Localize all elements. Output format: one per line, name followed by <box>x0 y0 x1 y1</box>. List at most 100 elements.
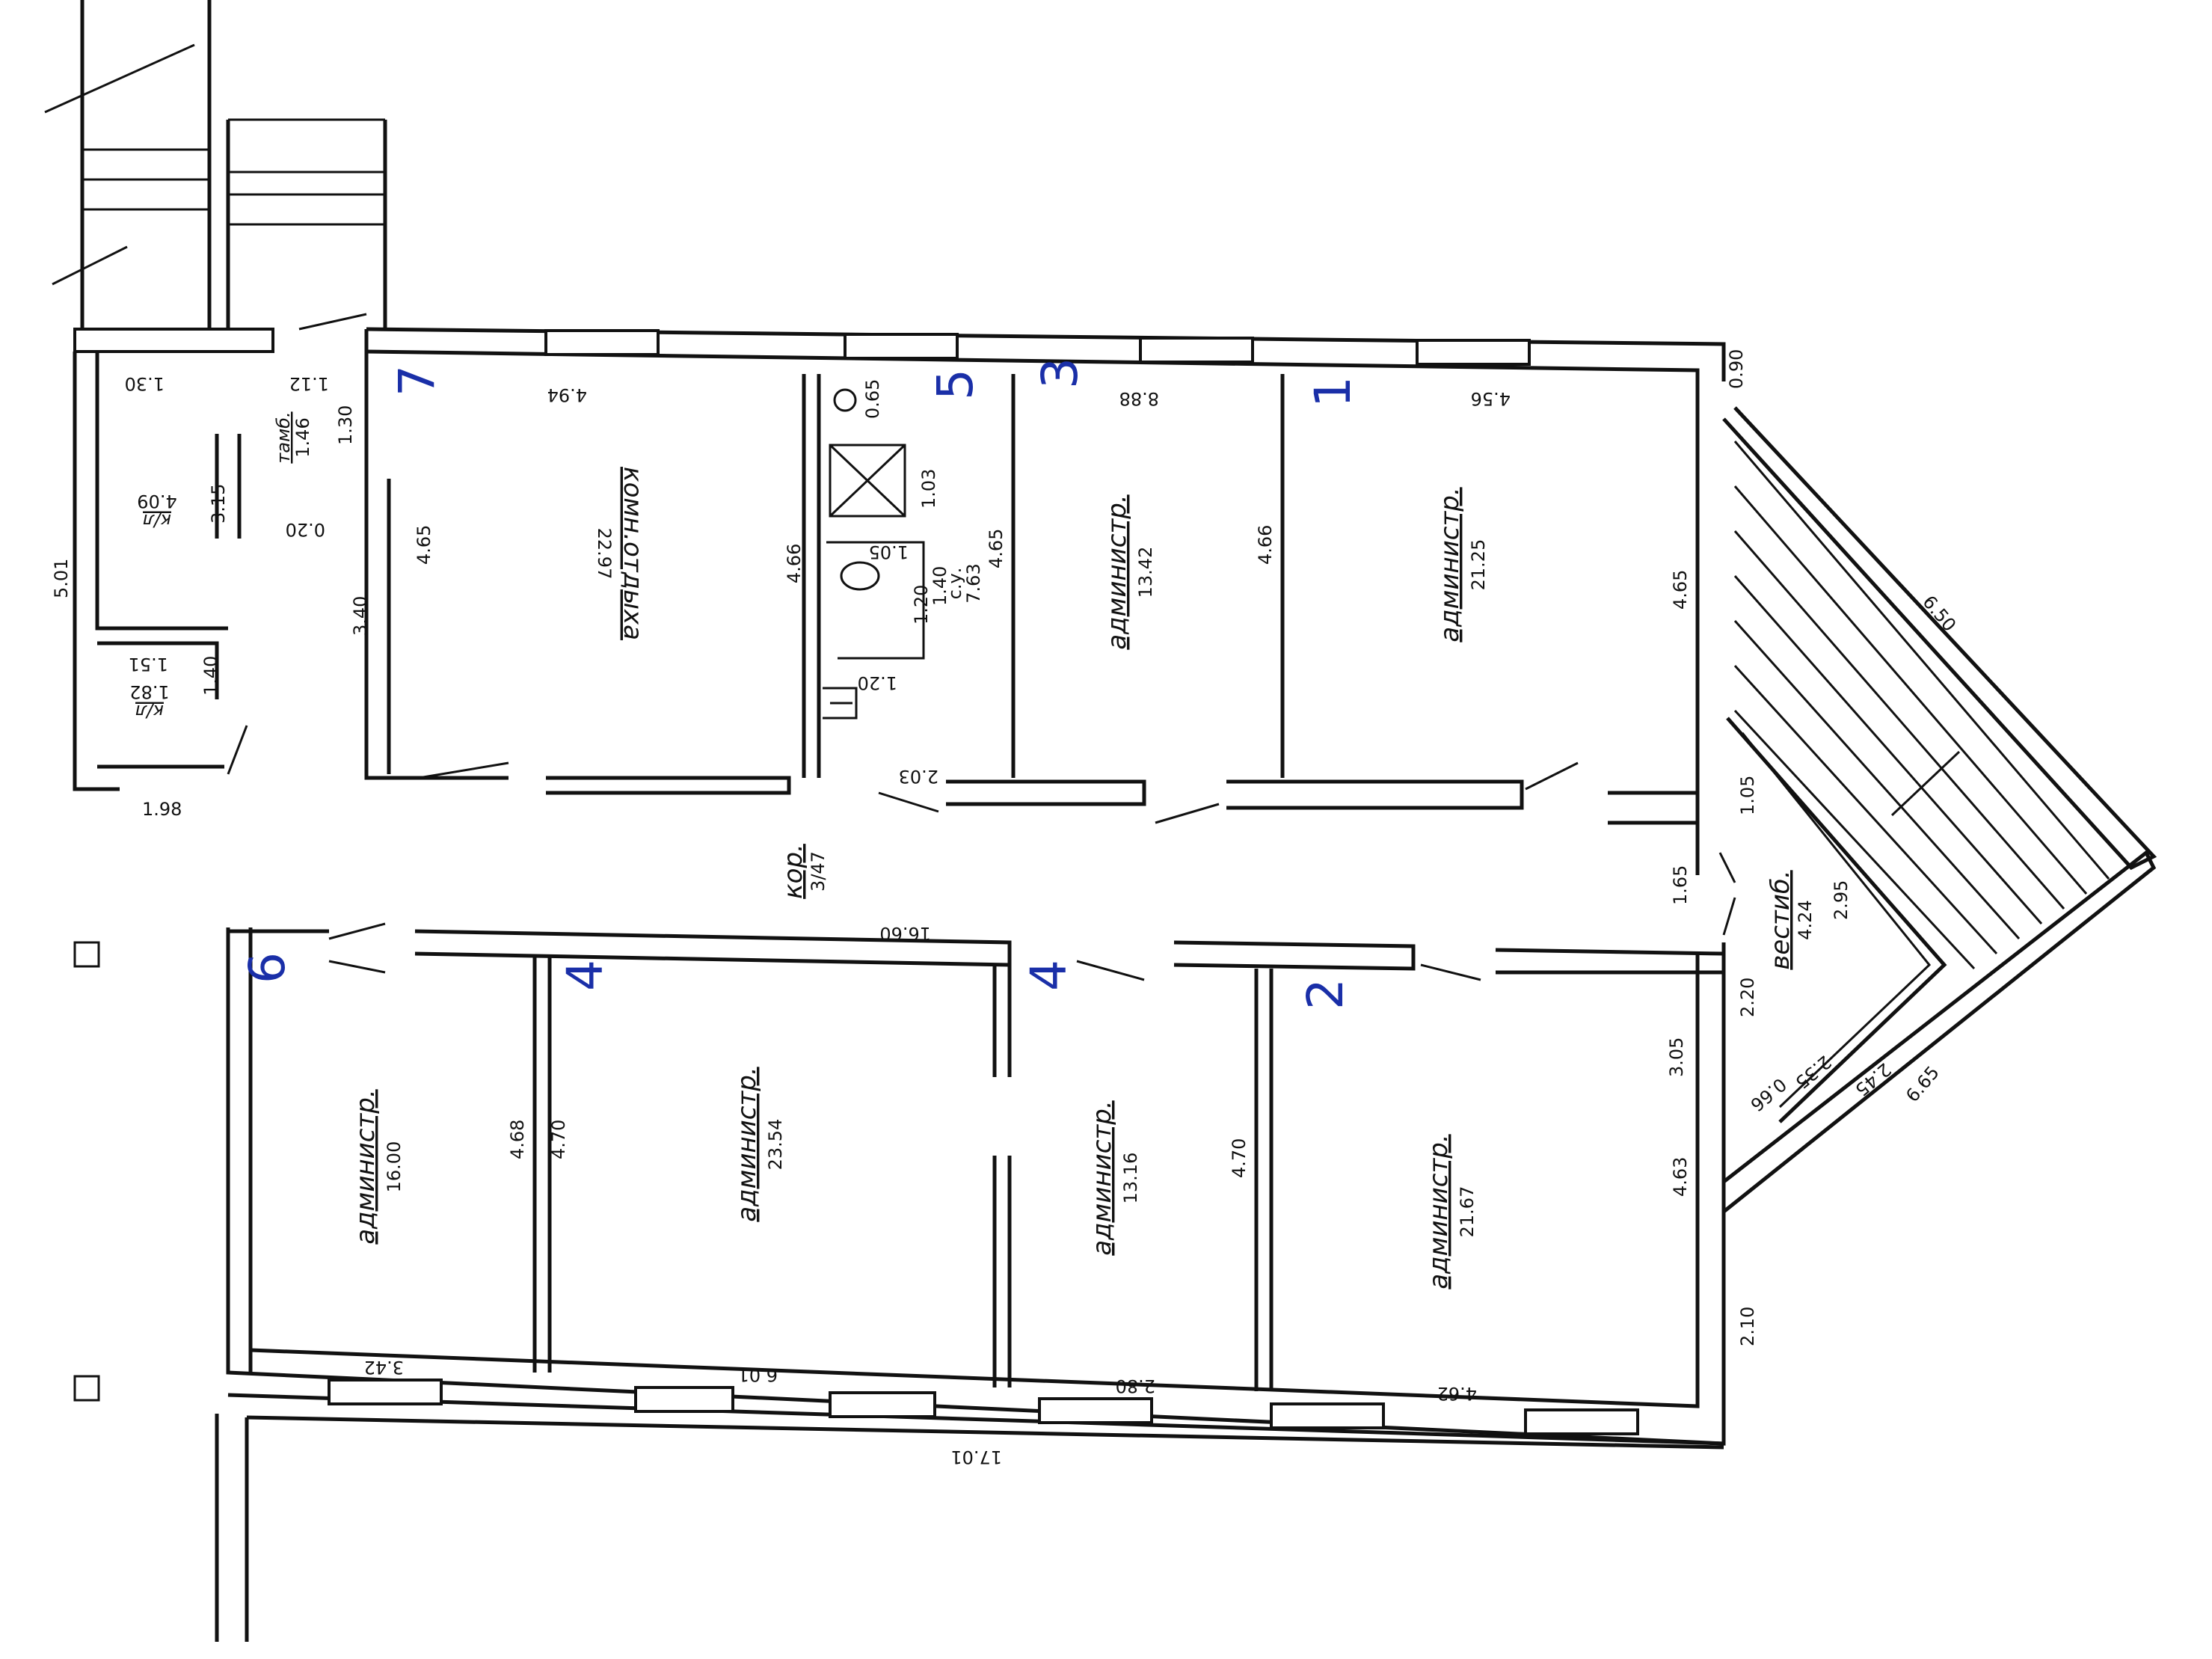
dim-room5-height: 4.66 <box>784 544 805 583</box>
door-swings <box>227 313 1736 981</box>
vestibule-area: 4.24 <box>1795 900 1816 939</box>
dim-463: 4.63 <box>1670 1157 1691 1197</box>
room-3-name: администр. <box>1102 494 1132 649</box>
room-number-5: 5 <box>927 369 984 400</box>
vestibule-label: вестиб. 4.24 <box>1766 870 1816 969</box>
room-7-label: комн.отдыха 22.97 <box>594 467 648 640</box>
dim-140b: 1.40 <box>930 566 950 606</box>
room-number-3: 3 <box>1031 358 1089 389</box>
dim-top-room1: 4.56 <box>1471 388 1511 409</box>
room-6-label: администр. 16.00 <box>351 1089 405 1244</box>
dim-1701: 17.01 <box>950 1447 1002 1468</box>
kl2-area: 1.82 <box>129 681 169 702</box>
wc-area: 7.63 <box>963 563 984 603</box>
marker-square-2 <box>73 1375 100 1402</box>
room-labels: администр. 21.25 администр. 21.67 админи… <box>129 411 1816 1289</box>
dim-280: 2.80 <box>1116 1376 1155 1396</box>
marker-square-1 <box>73 941 100 968</box>
dim-465b: 4.65 <box>986 529 1007 568</box>
room-2-name: администр. <box>1424 1134 1454 1289</box>
dim-066: 0.66 <box>1746 1073 1790 1115</box>
room-3-label: администр. 13.42 <box>1102 494 1156 649</box>
room-6-area: 16.00 <box>384 1141 405 1193</box>
dim-220: 2.20 <box>1737 978 1758 1017</box>
room-number-4a: 4 <box>556 960 614 991</box>
dim-020: 0.20 <box>286 519 325 540</box>
room-7-name: комн.отдыха <box>618 467 648 640</box>
room-number-1: 1 <box>1304 376 1362 408</box>
room-number-2: 2 <box>1297 978 1354 1010</box>
vestibule-porch <box>1721 406 2157 1213</box>
room-numbers: 1 2 3 4 4 5 6 7 <box>239 358 1362 1010</box>
room-1-label: администр. 21.25 <box>1435 487 1489 642</box>
dim-130b: 1.30 <box>125 373 165 394</box>
dim-top-room3: 8.88 <box>1119 388 1159 409</box>
dim-198: 1.98 <box>142 799 182 820</box>
bottom-windows <box>328 1379 1639 1435</box>
dim-130a: 1.30 <box>335 405 356 445</box>
corridor-name: кор. <box>778 844 808 899</box>
wc-label: с.у. 7.63 <box>944 563 984 603</box>
room-4b-area: 13.16 <box>1120 1153 1141 1204</box>
dim-501: 5.01 <box>51 559 72 598</box>
dim-porch-665: 6.65 <box>1902 1062 1944 1106</box>
tambour-label: тамб. 1.46 <box>273 411 313 463</box>
room-1-area: 21.25 <box>1468 539 1489 591</box>
dim-340: 3.40 <box>350 596 371 636</box>
dim-470a: 4.70 <box>548 1120 569 1159</box>
dim-1660: 16.60 <box>879 923 931 944</box>
room-7-area: 22.97 <box>594 528 615 580</box>
room-number-7: 7 <box>388 365 446 396</box>
dim-room1-height: 4.65 <box>1670 570 1691 610</box>
room-4b-label: администр. 13.16 <box>1087 1100 1141 1255</box>
dim-140: 1.40 <box>200 656 221 696</box>
kl1-name: к/л <box>143 510 171 531</box>
dim-235: 2.35 <box>1791 1051 1835 1093</box>
dim-165: 1.65 <box>1670 865 1691 905</box>
dim-top-room7: 4.94 <box>547 384 587 405</box>
kl2-name: к/л <box>135 701 164 722</box>
bathroom-fixtures <box>823 388 925 720</box>
kl1-area: 4.09 <box>137 491 176 512</box>
dim-315: 3.15 <box>208 484 229 524</box>
vestibule-name: вестиб. <box>1766 870 1795 969</box>
top-windows <box>544 329 1531 366</box>
stair-block <box>44 0 387 329</box>
dim-120a: 1.20 <box>911 585 932 625</box>
room-1-name: администр. <box>1435 487 1465 642</box>
dim-065: 0.65 <box>862 379 883 419</box>
wc-name: с.у. <box>944 568 965 600</box>
dim-203: 2.03 <box>899 766 938 787</box>
dim-room3-height: 4.66 <box>1255 525 1276 565</box>
kl2-label: к/л 1.82 <box>129 681 169 722</box>
corridor-area: 3/47 <box>808 851 829 892</box>
room-2-area: 21.67 <box>1457 1186 1478 1238</box>
room-number-4b: 4 <box>1020 960 1078 991</box>
room-3-area: 13.42 <box>1135 547 1156 598</box>
room-4b-name: администр. <box>1087 1100 1117 1255</box>
room-6-name: администр. <box>351 1089 381 1244</box>
dim-470b: 4.70 <box>1229 1138 1250 1178</box>
dim-210: 2.10 <box>1737 1307 1758 1346</box>
tambour-area: 1.46 <box>292 417 313 457</box>
room-4a-label: администр. 23.54 <box>732 1067 786 1221</box>
dim-105: 1.05 <box>869 542 909 562</box>
interior-walls <box>97 374 1726 1391</box>
dim-305: 3.05 <box>1666 1037 1687 1077</box>
room-2-label: администр. 21.67 <box>1424 1134 1478 1289</box>
corridor-label: кор. 3/47 <box>778 844 829 899</box>
dim-112: 1.12 <box>289 373 329 394</box>
dim-room7-height: 4.65 <box>414 525 434 565</box>
tambour-name: тамб. <box>273 411 294 463</box>
dim-151: 1.51 <box>129 654 168 675</box>
dimension-labels: 4.94 8.88 4.56 0.90 6.50 6.65 4.65 4.66 … <box>51 349 1960 1468</box>
dim-103: 1.03 <box>918 469 939 509</box>
room-4a-area: 23.54 <box>765 1119 786 1171</box>
dim-105b: 1.05 <box>1737 776 1758 815</box>
room-number-6: 6 <box>239 952 296 984</box>
dim-468: 4.68 <box>507 1120 528 1159</box>
dim-462: 4.62 <box>1437 1383 1477 1404</box>
dim-porch-090: 0.90 <box>1726 349 1747 389</box>
kl1-label: к/л 4.09 <box>137 491 176 531</box>
